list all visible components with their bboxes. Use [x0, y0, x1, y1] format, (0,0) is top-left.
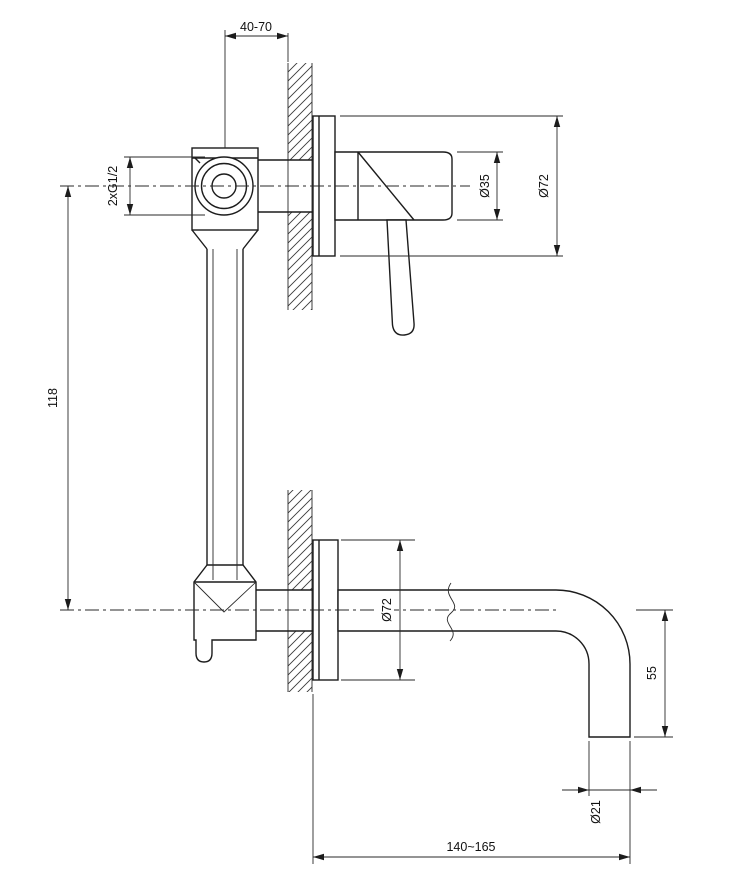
concealed-valve — [191, 147, 259, 565]
valve-through-tube — [258, 159, 313, 213]
spout-outline — [337, 589, 631, 738]
through-wall-tubes — [256, 159, 313, 632]
wall-hatch-bottom-lower — [288, 631, 312, 692]
dim-wall-offset: 40-70 — [224, 20, 289, 148]
spout-through-tube — [256, 589, 313, 632]
wall-hatch-top-lower — [288, 212, 312, 310]
wall-section — [287, 63, 313, 692]
spout — [337, 582, 631, 738]
dim-label-escutcheon-bottom: Ø72 — [380, 598, 394, 622]
dim-spout-reach: 140~165 — [312, 694, 630, 864]
wall-hatch-top-upper — [288, 63, 312, 160]
dim-label-spout-dia: Ø21 — [589, 800, 603, 824]
mixer-external-body — [334, 151, 453, 336]
dim-label-height: 118 — [46, 388, 60, 408]
dim-escutcheon-bottom: Ø72 — [341, 539, 415, 681]
valve-chamfer-tick — [193, 156, 201, 164]
supply-pipe-inner — [212, 249, 238, 580]
pipe-break-symbol — [446, 582, 456, 642]
elbow-body — [193, 564, 257, 663]
dim-label-body-dia: Ø35 — [478, 174, 492, 198]
elbow-fitting — [193, 249, 257, 663]
dim-label-mask — [377, 592, 394, 628]
dim-body-dia: Ø35 — [457, 151, 503, 221]
mixer-handle — [386, 219, 415, 336]
supply-pipe-outer — [206, 249, 244, 565]
dim-thread: 2xG1/2 — [106, 156, 205, 216]
dim-label-wall-offset: 40-70 — [240, 20, 272, 34]
elbow-funnel-lines — [193, 581, 257, 613]
dim-label-thread: 2xG1/2 — [106, 166, 120, 206]
dim-label-spout-reach: 140~165 — [446, 840, 495, 854]
valve-neck-taper — [191, 229, 259, 250]
wall-hatch-bottom-upper — [288, 490, 312, 590]
dim-escutcheon-top: Ø72 — [340, 115, 563, 257]
dim-spout-drop: 55 — [634, 609, 673, 738]
dim-label-spout-drop: 55 — [645, 666, 659, 680]
wall-edge-lines — [287, 63, 313, 692]
dim-label-escutcheon-top: Ø72 — [537, 174, 551, 198]
dim-spout-dia: Ø21 — [562, 741, 657, 864]
dim-height: 118 — [46, 186, 72, 610]
